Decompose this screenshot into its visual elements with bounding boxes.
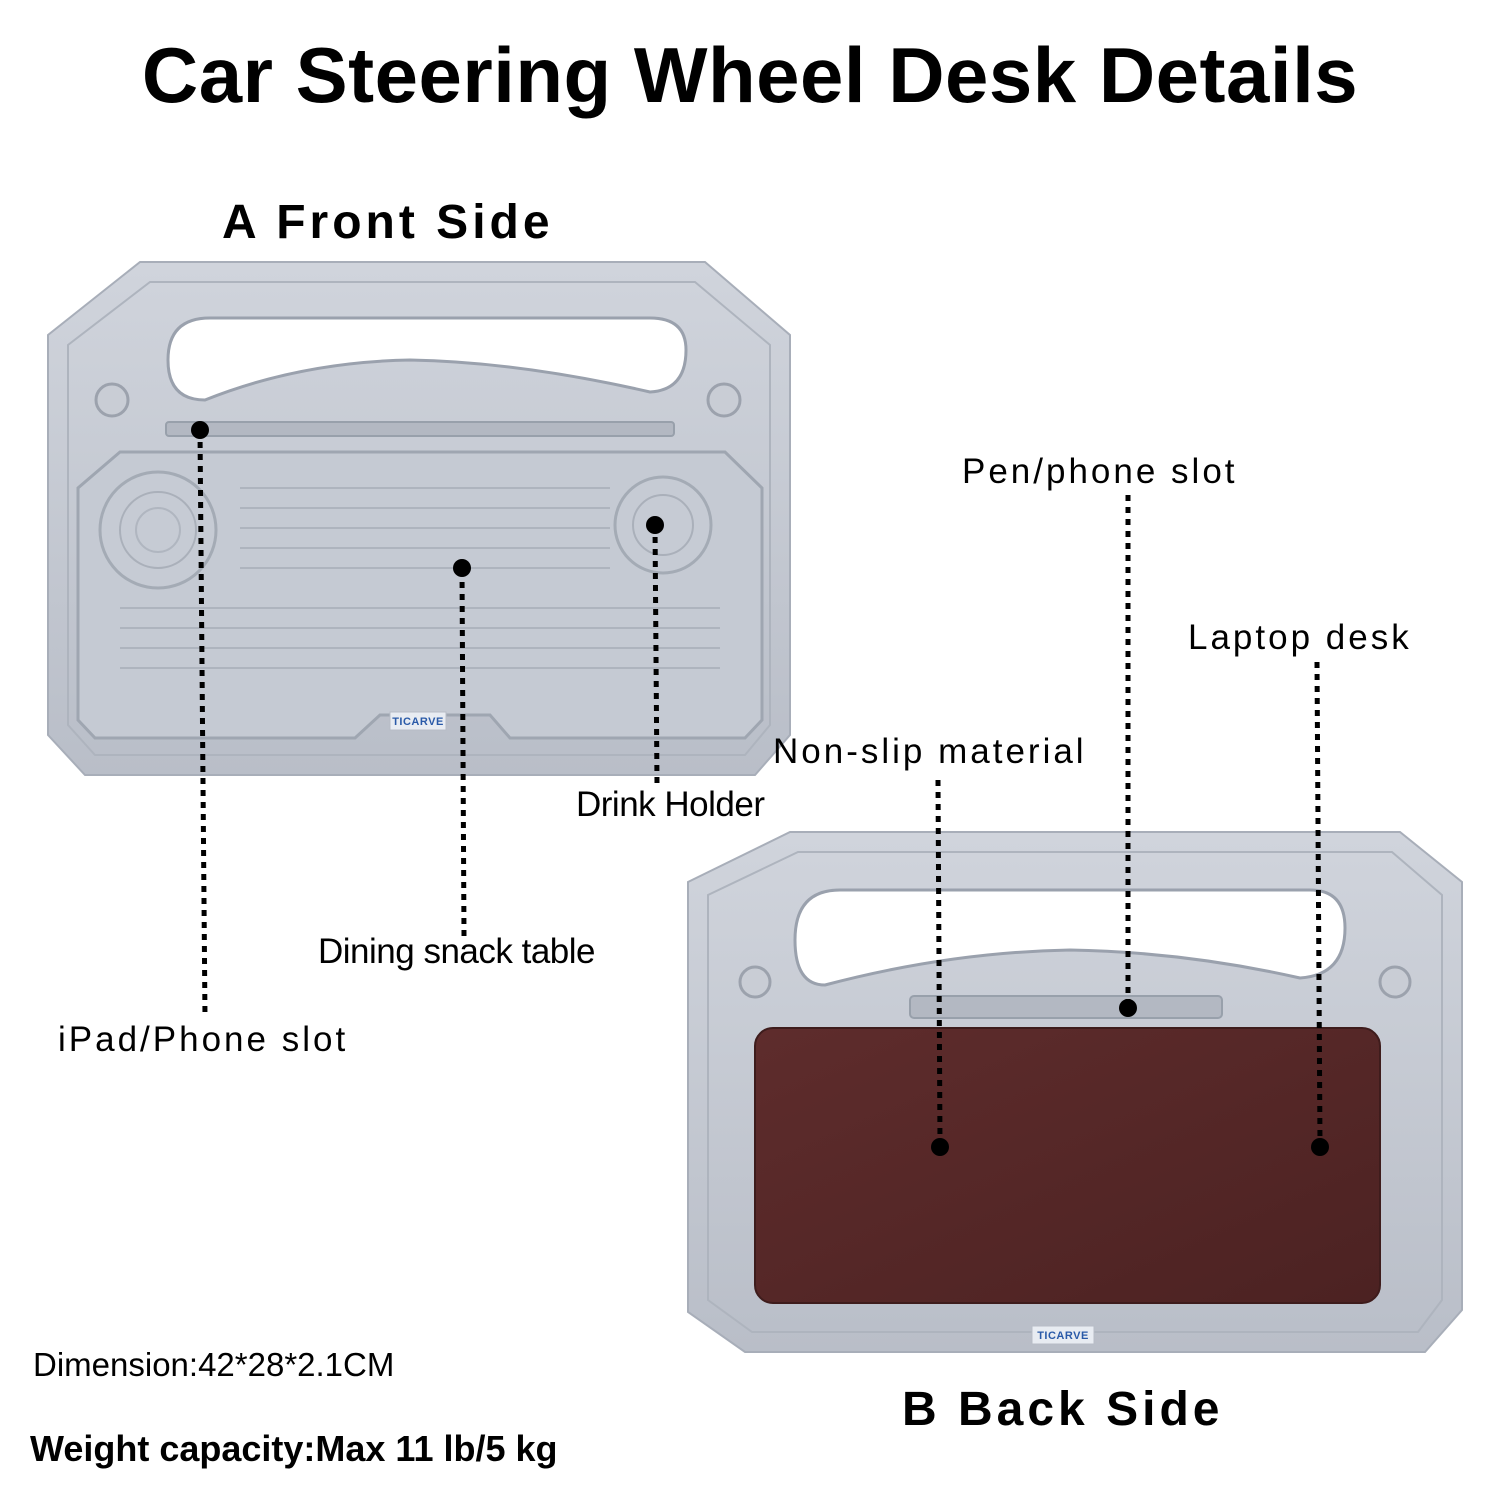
- screw-hole: [738, 965, 772, 999]
- brand-logo-back: [1031, 1325, 1095, 1345]
- handle-hole: [793, 888, 1347, 987]
- pen-phone-slot: [909, 995, 1223, 1019]
- label-drink-holder: Drink Holder: [576, 785, 765, 824]
- leader-non-slip: [935, 779, 943, 1146]
- label-laptop-desk: Laptop desk: [1188, 618, 1412, 657]
- label-pen-phone-slot: Pen/phone slot: [962, 452, 1238, 491]
- leader-snack-table: [459, 569, 467, 937]
- svg-text:TICARVE: TICARVE: [1037, 1330, 1089, 1342]
- ipad-phone-slot: [165, 421, 675, 437]
- callout-dot: [931, 1138, 949, 1156]
- dimension-spec: Dimension:42*28*2.1CM: [33, 1346, 395, 1383]
- weight-capacity-spec: Weight capacity:Max 11 lb/5 kg: [30, 1428, 558, 1469]
- callout-dot: [453, 559, 471, 577]
- front-tray: TICARVE: [47, 261, 791, 776]
- callout-dot: [1119, 999, 1137, 1017]
- drink-holder-left: [98, 470, 218, 590]
- label-non-slip-material: Non-slip material: [773, 732, 1087, 771]
- brand-logo-front: [389, 711, 447, 731]
- back-tray: TICARVE: [687, 831, 1463, 1353]
- leader-ipad-slot: [197, 429, 208, 1019]
- page-title: Car Steering Wheel Desk Details: [141, 31, 1359, 119]
- label-dining-snack-table: Dining snack table: [318, 932, 596, 971]
- leader-laptop-desk: [1314, 661, 1323, 1146]
- callout-dot: [191, 421, 209, 439]
- non-slip-leather-mat: [754, 1027, 1381, 1304]
- leader-drink-holder: [652, 524, 660, 786]
- callout-dot: [1311, 1138, 1329, 1156]
- label-ipad-phone-slot: iPad/Phone slot: [58, 1020, 349, 1059]
- screw-hole: [94, 382, 130, 418]
- callout-dot: [646, 516, 664, 534]
- handle-hole: [166, 316, 688, 402]
- front-side-heading: A Front Side: [222, 196, 554, 249]
- back-side-heading: B Back Side: [902, 1383, 1224, 1436]
- screw-hole: [1378, 965, 1412, 999]
- svg-text:TICARVE: TICARVE: [392, 716, 444, 728]
- snack-table-surface: [76, 450, 764, 740]
- screw-hole: [706, 382, 742, 418]
